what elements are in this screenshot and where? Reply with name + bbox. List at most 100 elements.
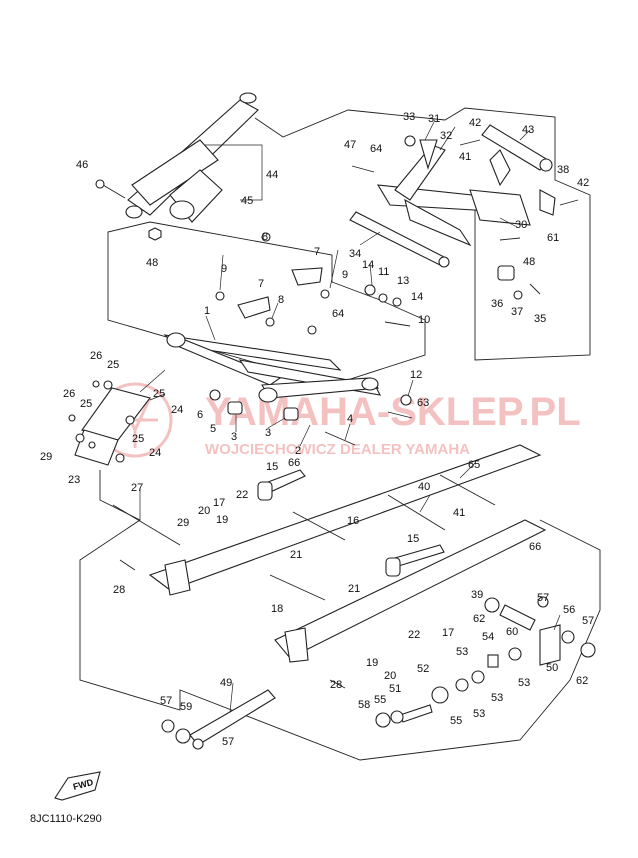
label-16: 16 bbox=[347, 515, 359, 527]
label-49: 49 bbox=[220, 677, 232, 689]
label-51: 51 bbox=[389, 683, 401, 695]
label-1: 1 bbox=[204, 305, 210, 317]
label-21: 21 bbox=[348, 583, 360, 595]
label-48: 48 bbox=[146, 257, 158, 269]
bolt-10 bbox=[384, 321, 411, 327]
label-32: 32 bbox=[440, 130, 452, 142]
shaft-18 bbox=[269, 574, 326, 601]
label-17: 17 bbox=[442, 627, 454, 639]
shaft-40 bbox=[387, 494, 446, 531]
label-39: 39 bbox=[471, 589, 483, 601]
bolt-47 bbox=[351, 165, 375, 173]
label-58: 58 bbox=[358, 699, 370, 711]
label-35: 35 bbox=[534, 313, 546, 325]
label-12: 12 bbox=[410, 369, 422, 381]
label-22: 22 bbox=[236, 489, 248, 501]
label-62: 62 bbox=[473, 613, 485, 625]
slide-rail-right bbox=[274, 519, 547, 659]
collar-50 bbox=[539, 624, 561, 666]
label-9: 9 bbox=[221, 263, 227, 275]
label-37: 37 bbox=[511, 306, 523, 318]
label-28: 28 bbox=[330, 679, 342, 691]
label-56: 56 bbox=[563, 604, 575, 616]
label-26: 26 bbox=[63, 388, 75, 400]
label-41: 41 bbox=[453, 507, 465, 519]
bolt-4 bbox=[324, 431, 356, 446]
bracket-7a bbox=[237, 296, 271, 319]
label-63: 63 bbox=[417, 397, 429, 409]
label-57: 57 bbox=[582, 615, 594, 627]
label-25: 25 bbox=[80, 398, 92, 410]
bolt-46 bbox=[102, 184, 126, 199]
label-57: 57 bbox=[160, 695, 172, 707]
label-25: 25 bbox=[107, 359, 119, 371]
plate-42 bbox=[489, 149, 511, 187]
nut-48 bbox=[148, 227, 162, 241]
label-34: 34 bbox=[349, 248, 361, 260]
label-29: 29 bbox=[40, 451, 52, 463]
front-arm bbox=[163, 232, 413, 446]
label-17: 17 bbox=[213, 497, 225, 509]
label-59: 59 bbox=[180, 701, 192, 713]
shaft-43 bbox=[481, 124, 549, 171]
watermark-tagline: WOJCIECHOWICZ DEALER YAMAHA bbox=[205, 441, 470, 458]
shaft-65 bbox=[439, 474, 496, 506]
rear-arm-assembly bbox=[349, 124, 579, 300]
label-65: 65 bbox=[468, 459, 480, 471]
label-14: 14 bbox=[411, 291, 423, 303]
label-47: 47 bbox=[344, 139, 356, 151]
label-19: 19 bbox=[366, 657, 378, 669]
bracket-7b bbox=[291, 267, 323, 286]
label-52: 52 bbox=[417, 663, 429, 675]
label-15: 15 bbox=[266, 461, 278, 473]
label-20: 20 bbox=[198, 505, 210, 517]
label-64: 64 bbox=[370, 143, 382, 155]
label-62: 62 bbox=[576, 675, 588, 687]
label-23: 23 bbox=[68, 474, 80, 486]
label-50: 50 bbox=[546, 662, 558, 674]
label-66: 66 bbox=[529, 541, 541, 553]
shaft-16 bbox=[292, 511, 346, 541]
leader-lines bbox=[139, 119, 561, 713]
label-21: 21 bbox=[290, 549, 302, 561]
label-38: 38 bbox=[557, 164, 569, 176]
label-9: 9 bbox=[342, 269, 348, 281]
label-41: 41 bbox=[459, 151, 471, 163]
label-15: 15 bbox=[407, 533, 419, 545]
label-43: 43 bbox=[522, 124, 534, 136]
label-24: 24 bbox=[171, 404, 183, 416]
label-3: 3 bbox=[231, 431, 237, 443]
arm-bracket-31 bbox=[394, 144, 446, 201]
link-plates bbox=[68, 380, 151, 466]
label-24: 24 bbox=[149, 447, 161, 459]
washer-37 bbox=[513, 290, 523, 300]
part-labels: 1 2 3 3 4 5 6 7 7 8 8 9 9 10 11 12 13 14… bbox=[40, 111, 594, 748]
label-64: 64 bbox=[332, 308, 344, 320]
label-36: 36 bbox=[491, 298, 503, 310]
label-29: 29 bbox=[177, 517, 189, 529]
label-25: 25 bbox=[132, 433, 144, 445]
slide-rail-left bbox=[148, 444, 542, 591]
cap-33 bbox=[404, 135, 416, 147]
watermark: YAMAHA-SKLEP.PL WOJCIECHOWICZ DEALER YAM… bbox=[97, 382, 581, 458]
label-20: 20 bbox=[384, 670, 396, 682]
label-53: 53 bbox=[473, 708, 485, 720]
label-3: 3 bbox=[265, 427, 271, 439]
label-53: 53 bbox=[518, 677, 530, 689]
label-57: 57 bbox=[222, 736, 234, 748]
label-8: 8 bbox=[278, 294, 284, 306]
label-44: 44 bbox=[266, 169, 278, 181]
label-7: 7 bbox=[258, 278, 264, 290]
label-13: 13 bbox=[397, 275, 409, 287]
label-46: 46 bbox=[76, 159, 88, 171]
label-66: 66 bbox=[288, 457, 300, 469]
label-42: 42 bbox=[469, 117, 481, 129]
label-22: 22 bbox=[408, 629, 420, 641]
label-19: 19 bbox=[216, 514, 228, 526]
label-53: 53 bbox=[491, 692, 503, 704]
label-61: 61 bbox=[547, 232, 559, 244]
label-28: 28 bbox=[113, 584, 125, 596]
bolt-54 bbox=[487, 654, 499, 668]
